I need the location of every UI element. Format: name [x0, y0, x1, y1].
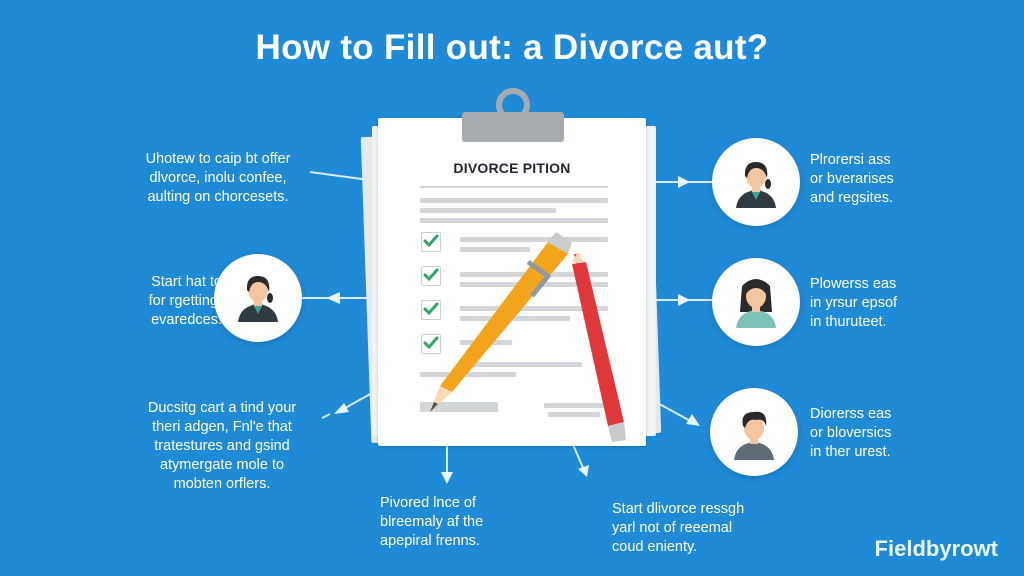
note-line: Start hat to — [151, 274, 222, 290]
date-line — [544, 403, 608, 408]
note-bottom-center: Pivored lnce of blreemaly af the apepira… — [380, 494, 540, 551]
note-line: for rgetting. — [148, 293, 222, 309]
note-line: in yrsur epsof — [810, 295, 898, 311]
note-right-bottom: Diorerss eas or bloversics in ther urest… — [810, 405, 960, 462]
note-line: yarl not of reeemal — [612, 520, 733, 536]
note-line: apepiral frenns. — [380, 533, 480, 549]
note-line: atymergate mole to — [159, 457, 285, 473]
note-left-middle: Start hat to for rgetting. evaredces. — [112, 273, 222, 330]
text-line — [472, 362, 582, 367]
checkmark-icon — [423, 302, 439, 316]
text-line — [420, 198, 608, 203]
avatar-right-middle — [712, 258, 800, 346]
checkmark-icon — [423, 234, 439, 248]
checkmark-icon — [423, 336, 439, 350]
note-line: or bverarises — [810, 171, 894, 187]
heading-divider — [420, 186, 608, 188]
text-line — [420, 372, 516, 377]
clipboard-clip — [462, 112, 564, 142]
text-line — [460, 340, 512, 345]
note-line: dlvorce, inolu confee, — [149, 170, 287, 186]
note-line: evaredces. — [151, 312, 222, 328]
checkbox-checked — [421, 266, 441, 286]
avatar-right-top — [712, 138, 800, 226]
checkbox-checked — [421, 232, 441, 252]
note-right-middle: Plowerss eas in yrsur epsof in thuruteet… — [810, 275, 960, 332]
checkbox-checked — [421, 300, 441, 320]
note-line: and regsites. — [810, 190, 894, 206]
text-line — [460, 282, 608, 287]
note-line: in thuruteet. — [810, 314, 887, 330]
note-line: Start dlivorce ressgh — [612, 501, 745, 517]
note-line: in ther urest. — [810, 444, 891, 460]
note-line: theri adgen, Fnl'e that — [152, 419, 292, 435]
avatar-right-bottom — [710, 388, 798, 476]
note-line: aulting on chorcesets. — [147, 189, 289, 205]
note-right-top: Plrorersi ass or bverarises and regsites… — [810, 151, 960, 208]
woman-avatar-icon — [238, 276, 278, 322]
note-line: mobten orflers. — [173, 476, 271, 492]
note-line: Pivored lnce of — [380, 495, 476, 511]
note-bottom-right: Start dlivorce ressgh yarl not of reeema… — [612, 500, 782, 557]
brand-logo: Fieldbyrowt — [874, 536, 998, 561]
text-line — [420, 218, 608, 223]
woman-long-hair-avatar-icon — [736, 279, 776, 328]
signature-line — [420, 402, 498, 412]
note-line: Ducsitg cart a tind your — [147, 400, 297, 416]
text-line — [460, 316, 570, 321]
text-line — [460, 272, 608, 277]
avatar-left-middle — [214, 254, 302, 342]
text-line — [460, 237, 608, 242]
document-heading: DIVORCE PITION — [453, 160, 571, 176]
woman-avatar-icon — [736, 162, 776, 208]
note-line: Plowerss eas — [810, 276, 897, 292]
man-avatar-icon — [734, 411, 774, 460]
text-line — [460, 306, 608, 311]
note-line: blreemaly af the — [380, 514, 484, 530]
note-line: Plrorersi ass — [810, 152, 891, 168]
note-line: tratestures and gsind — [154, 438, 290, 454]
text-line — [460, 247, 530, 252]
note-line: Diorerss eas — [810, 406, 892, 422]
text-line — [420, 208, 556, 213]
note-left-top: Uhotew to caip bt offer dlvorce, inolu c… — [108, 150, 328, 207]
date-line — [548, 412, 600, 417]
note-line: Uhotew to caip bt offer — [145, 151, 291, 167]
note-line: coud enienty. — [612, 539, 698, 555]
note-line: or bloversics — [810, 425, 892, 441]
note-left-bottom: Ducsitg cart a tind your theri adgen, Fn… — [102, 399, 342, 494]
checkmark-icon — [423, 268, 439, 282]
infographic-title: How to Fill out: a Divorce aut? — [255, 28, 769, 67]
checkbox-checked — [421, 334, 441, 354]
